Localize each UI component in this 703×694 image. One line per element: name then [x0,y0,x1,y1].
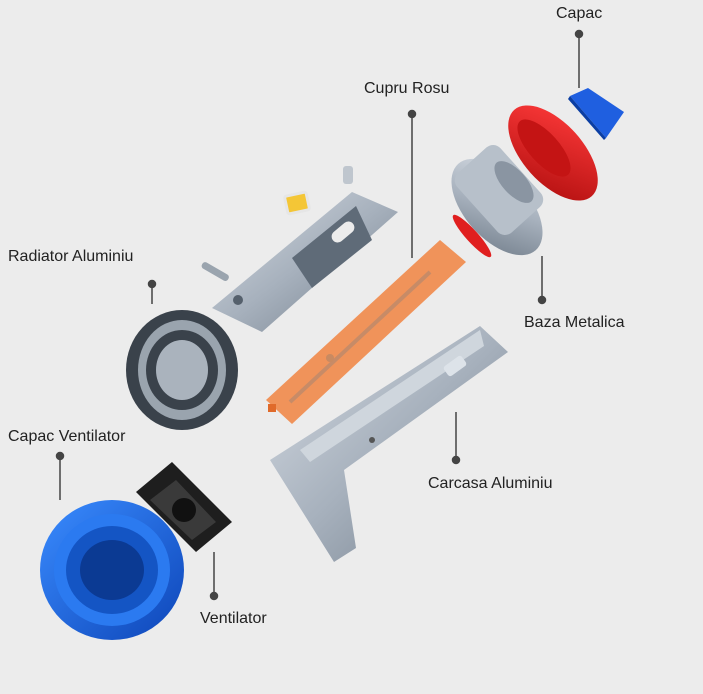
label-capac-ventilator: Capac Ventilator [8,428,126,445]
cupru-rosu-part [266,240,466,424]
capac-ventilator-part [40,500,184,640]
label-cupru-rosu: Cupru Rosu [364,80,450,97]
capac-part [568,88,624,140]
small-screw [201,166,353,281]
label-baza-metalica: Baza Metalica [524,314,625,331]
ventilator-part [136,462,232,552]
carcasa-aluminiu-part [270,326,508,562]
label-radiator-aluminiu: Radiator Aluminiu [8,248,134,265]
led-chip [283,190,311,216]
radiator-aluminiu-part [126,192,398,430]
label-capac: Capac [556,5,603,22]
red-ring-part [452,105,598,258]
leader-lines [55,29,584,601]
label-ventilator: Ventilator [200,610,267,627]
label-carcasa-aluminiu: Carcasa Aluminiu [428,475,553,492]
baza-metalica-part [451,144,544,256]
